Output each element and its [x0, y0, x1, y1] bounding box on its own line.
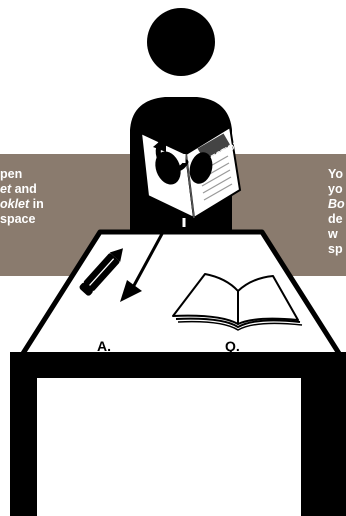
answer-label: A. — [97, 338, 111, 354]
head — [147, 8, 215, 76]
question-label: Q. — [225, 338, 240, 354]
desk — [10, 232, 346, 516]
